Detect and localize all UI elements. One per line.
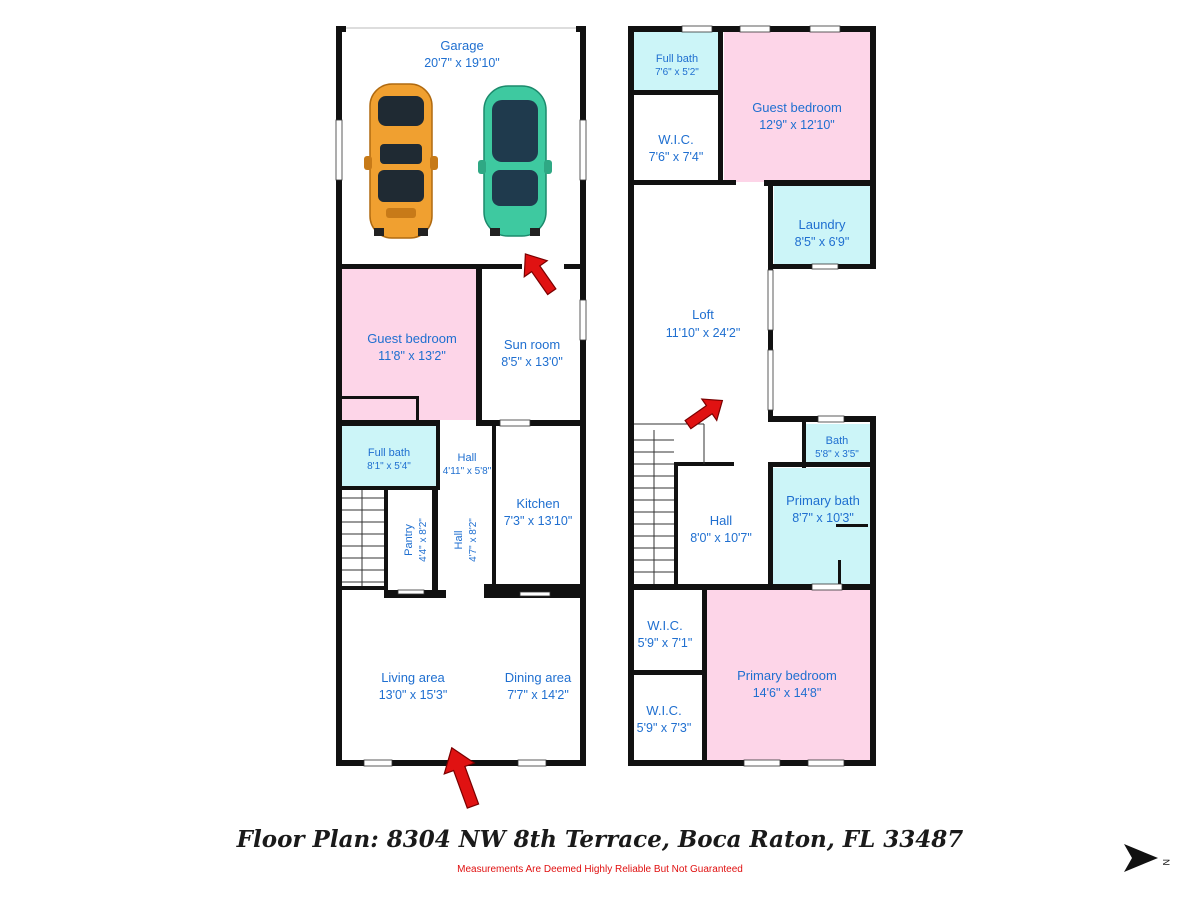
wic-3-dim: 5'9" x 7'3" (637, 721, 692, 735)
kitchen-dim: 7'3" x 13'10" (504, 514, 573, 528)
primary-bedroom-dim: 14'6" x 14'8" (753, 686, 822, 700)
full-bath-1-dim: 8'1" x 5'4" (367, 461, 411, 472)
front-entry-arrow-icon (443, 746, 480, 809)
hall-2-dim: 4'7" x 8'2" (468, 518, 479, 562)
upper-floor: Full bath 7'6" x 5'2" Guest bedroom 12'9… (628, 25, 876, 767)
pantry-dim: 4'4" x 8'2" (418, 518, 429, 562)
garage-entry-arrow-icon (523, 253, 557, 296)
wic-1-dim: 7'6" x 7'4" (649, 150, 704, 164)
pantry-label: Pantry (403, 524, 415, 556)
living-area-dim: 13'0" x 15'3" (379, 688, 448, 702)
hall-3-dim: 8'0" x 10'7" (690, 531, 752, 545)
living-area-label: Living area (381, 670, 445, 685)
teal-car-icon (478, 85, 552, 237)
primary-bedroom-label: Primary bedroom (737, 668, 837, 683)
dining-area-label: Dining area (505, 670, 572, 685)
guest-bedroom-1-label: Guest bedroom (367, 331, 457, 346)
kitchen-label: Kitchen (516, 496, 559, 511)
wic-3-label: W.I.C. (646, 703, 681, 718)
full-bath-1-fill (342, 426, 438, 486)
full-bath-1-label: Full bath (368, 447, 410, 459)
hall-1-label: Hall (458, 452, 477, 464)
full-bath-2-dim: 7'6" x 5'2" (655, 67, 699, 78)
bath-fill (806, 424, 870, 464)
guest-bedroom-1-dim: 11'8" x 13'2" (378, 349, 446, 363)
primary-bath-dim: 8'7" x 10'3" (792, 511, 854, 525)
primary-bedroom-fill (706, 590, 870, 760)
floor-plan: Garage 20'7" x 19'10" Guest bedroom 11'8… (335, 25, 876, 809)
orange-car-icon (364, 83, 438, 239)
full-bath-2-label: Full bath (656, 53, 698, 65)
wic-2-label: W.I.C. (647, 618, 682, 633)
garage-label: Garage (440, 38, 483, 53)
full-bath-2-fill (634, 32, 720, 90)
hall-2-label: Hall (453, 531, 465, 550)
loft-dim: 11'10" x 24'2" (666, 326, 741, 340)
hall-3-label: Hall (710, 513, 733, 528)
loft-label: Loft (692, 307, 714, 322)
stair-arrow-icon (684, 398, 724, 430)
sun-room-dim: 8'5" x 13'0" (501, 355, 563, 369)
ground-stairs (342, 490, 384, 586)
laundry-dim: 8'5" x 6'9" (795, 235, 850, 249)
sun-room-label: Sun room (504, 337, 560, 352)
ground-floor: Garage 20'7" x 19'10" Guest bedroom 11'8… (335, 26, 587, 809)
compass-label: N (1161, 859, 1171, 866)
dining-area-dim: 7'7" x 14'2" (507, 688, 569, 702)
hall-1-dim: 4'11" x 5'8" (443, 466, 492, 477)
disclaimer: Measurements Are Deemed Highly Reliable … (457, 864, 743, 875)
garage-dim: 20'7" x 19'10" (424, 56, 500, 70)
guest-bedroom-1-fill (342, 268, 476, 420)
wic-2-dim: 5'9" x 7'1" (638, 636, 693, 650)
guest-bedroom-2-fill (724, 32, 870, 182)
guest-bedroom-2-dim: 12'9" x 12'10" (759, 118, 835, 132)
plan-title: Floor Plan: 8304 NW 8th Terrace, Boca Ra… (236, 826, 964, 853)
guest-bedroom-2-label: Guest bedroom (752, 100, 842, 115)
primary-bath-label: Primary bath (786, 493, 860, 508)
bath-label: Bath (826, 435, 849, 447)
bath-dim: 5'8" x 3'5" (815, 449, 859, 460)
upper-stairs (634, 423, 705, 584)
laundry-label: Laundry (799, 217, 846, 232)
north-compass-icon: N (1124, 844, 1171, 872)
wic-1-label: W.I.C. (658, 132, 693, 147)
laundry-fill (774, 186, 870, 264)
